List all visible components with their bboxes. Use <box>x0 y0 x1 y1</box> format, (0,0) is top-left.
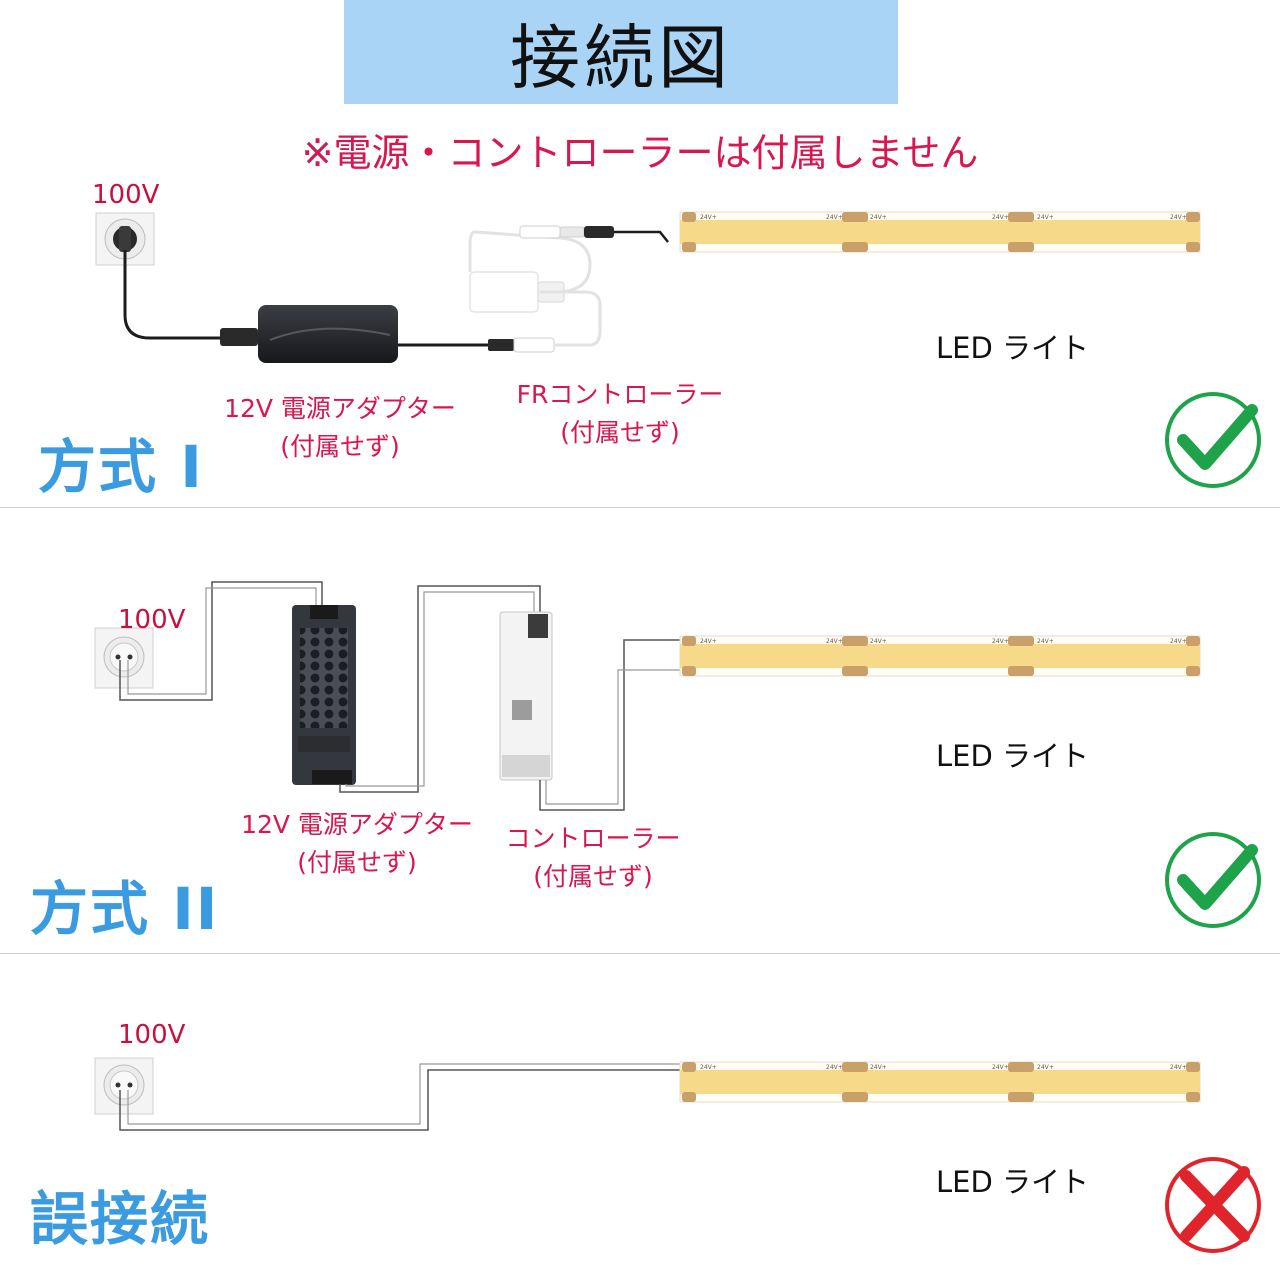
adapter-label-2: 12V 電源アダプター (付属せず) <box>222 806 492 882</box>
adapter-note: (付属せず) <box>297 848 417 877</box>
wall-outlet-3 <box>94 1057 154 1115</box>
strip-marking: 24V+ <box>1170 638 1187 645</box>
section-divider-2 <box>0 953 1280 954</box>
strip-marking: 24V+ <box>870 214 887 221</box>
controller-label-2: コントローラー (付属せず) <box>488 820 698 896</box>
adapter-note: (付属せず) <box>280 432 400 461</box>
strip-marking: 24V+ <box>700 214 717 221</box>
strip-marking: 24V+ <box>1037 214 1054 221</box>
controller-name: コントローラー <box>505 824 681 853</box>
strip-marking: 24V+ <box>826 214 843 221</box>
notice-text: ※電源・コントローラーは付属しません <box>301 131 979 175</box>
strip-marking: 24V+ <box>700 638 717 645</box>
strip-marking: 24V+ <box>700 1064 717 1071</box>
strip-marking: 24V+ <box>870 638 887 645</box>
cross-circle-icon <box>1165 1157 1261 1253</box>
controller-name: FRコントローラー <box>516 380 724 409</box>
check-circle-icon <box>1165 392 1261 488</box>
strip-marking: 24V+ <box>992 214 1009 221</box>
voltage-label-2: 100V <box>118 605 186 635</box>
led-strip-2 <box>679 635 1201 677</box>
strip-marking: 24V+ <box>1037 1064 1054 1071</box>
check-circle-icon <box>1165 832 1261 928</box>
strip-marking: 24V+ <box>1037 638 1054 645</box>
adapter-label-1: 12V 電源アダプター (付属せず) <box>205 390 475 466</box>
diagram-title: 接続図 <box>510 16 732 99</box>
voltage-label-1: 100V <box>92 180 160 210</box>
strip-marking: 24V+ <box>826 638 843 645</box>
method-label-1: 方式 I <box>38 433 204 501</box>
method-label-2: 方式 II <box>30 875 220 943</box>
controller-label-1: FRコントローラー (付属せず) <box>495 376 745 452</box>
section-2-graphics <box>94 581 680 811</box>
controller-note: (付属せず) <box>560 418 680 447</box>
strip-marking: 24V+ <box>992 1064 1009 1071</box>
led-label-1: LED ライト <box>936 331 1090 365</box>
wall-outlet-2 <box>94 627 154 689</box>
method-label-3: 誤接続 <box>30 1185 211 1253</box>
led-label-3: LED ライト <box>936 1165 1090 1199</box>
section-1-graphics <box>95 212 669 363</box>
controller-note: (付属せず) <box>533 862 653 891</box>
section-3-graphics <box>94 1057 680 1131</box>
strip-marking: 24V+ <box>1170 214 1187 221</box>
title-banner: 接続図 <box>344 0 898 104</box>
led-strip-3 <box>679 1061 1201 1103</box>
controller-box <box>499 611 553 781</box>
adapter-name: 12V 電源アダプター <box>224 394 456 423</box>
strip-marking: 24V+ <box>992 638 1009 645</box>
strip-marking: 24V+ <box>826 1064 843 1071</box>
strip-marking: 24V+ <box>870 1064 887 1071</box>
led-strip-1 <box>679 211 1201 253</box>
strip-marking: 24V+ <box>1170 1064 1187 1071</box>
section-divider-1 <box>0 507 1280 508</box>
adapter-name: 12V 電源アダプター <box>241 810 473 839</box>
voltage-label-3: 100V <box>118 1020 186 1050</box>
power-adapter-1 <box>258 305 398 363</box>
power-supply-unit <box>292 605 356 785</box>
led-label-2: LED ライト <box>936 739 1090 773</box>
fr-controller <box>469 271 565 313</box>
